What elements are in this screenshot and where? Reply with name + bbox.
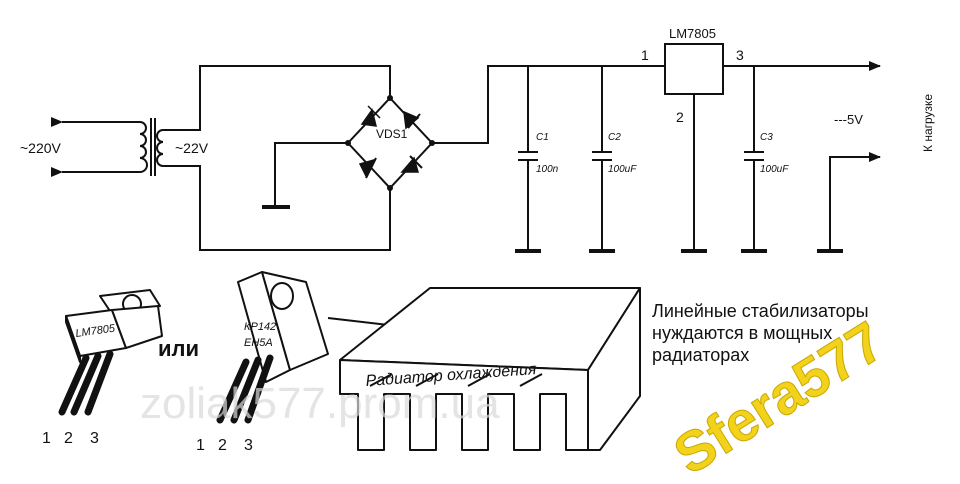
transformer-symbol (139, 118, 164, 176)
schematic-wiring (51, 61, 881, 251)
to220-package (65, 289, 163, 363)
bridge-diodes (358, 105, 423, 179)
to220-pin1: 1 (42, 430, 51, 447)
c3-name: C3 (760, 132, 773, 143)
c1-name: C1 (536, 132, 549, 143)
capacitor-plates (518, 151, 764, 161)
to126-marking-line1: КР142 (244, 321, 276, 333)
to126-pin2: 2 (218, 437, 227, 454)
to220-pins (58, 350, 114, 416)
c2-value: 100uF (608, 164, 637, 175)
to220-marking: LM7805 (75, 322, 117, 340)
to126-pin3: 3 (244, 437, 253, 454)
pin2-label: 2 (676, 109, 684, 125)
diode-bridge (346, 96, 434, 190)
secondary-voltage-label: ~22V (175, 140, 209, 156)
note-line3: радиаторах (652, 345, 749, 365)
c1-value: 100n (536, 164, 559, 175)
to126-pins (216, 354, 274, 424)
heatsink (339, 287, 641, 451)
note-line2: нуждаются в мощных (652, 323, 832, 343)
bridge-label: VDS1 (376, 127, 408, 141)
to220-pin3: 3 (90, 430, 99, 447)
pin3-label: 3 (736, 47, 744, 63)
regulator-box (664, 43, 724, 95)
shop-watermark: zoliak577.prom.ua (140, 379, 500, 428)
regulator-label: LM7805 (669, 26, 716, 41)
c2-name: C2 (608, 132, 621, 143)
mains-voltage-label: ~220V (20, 140, 62, 156)
bridge-nodes (345, 95, 435, 191)
to126-marking-line2: ЕН5А (244, 337, 273, 349)
note-line1: Линейные стабилизаторы (652, 301, 869, 321)
pin1-label: 1 (641, 47, 649, 63)
c3-value: 100uF (760, 164, 789, 175)
to126-package (237, 271, 329, 383)
or-label: или (158, 336, 199, 361)
to220-pin2: 2 (64, 430, 73, 447)
load-label: К нагрузке (921, 94, 935, 152)
to126-pin1: 1 (196, 437, 205, 454)
output-voltage-label: ---5V (834, 112, 863, 127)
